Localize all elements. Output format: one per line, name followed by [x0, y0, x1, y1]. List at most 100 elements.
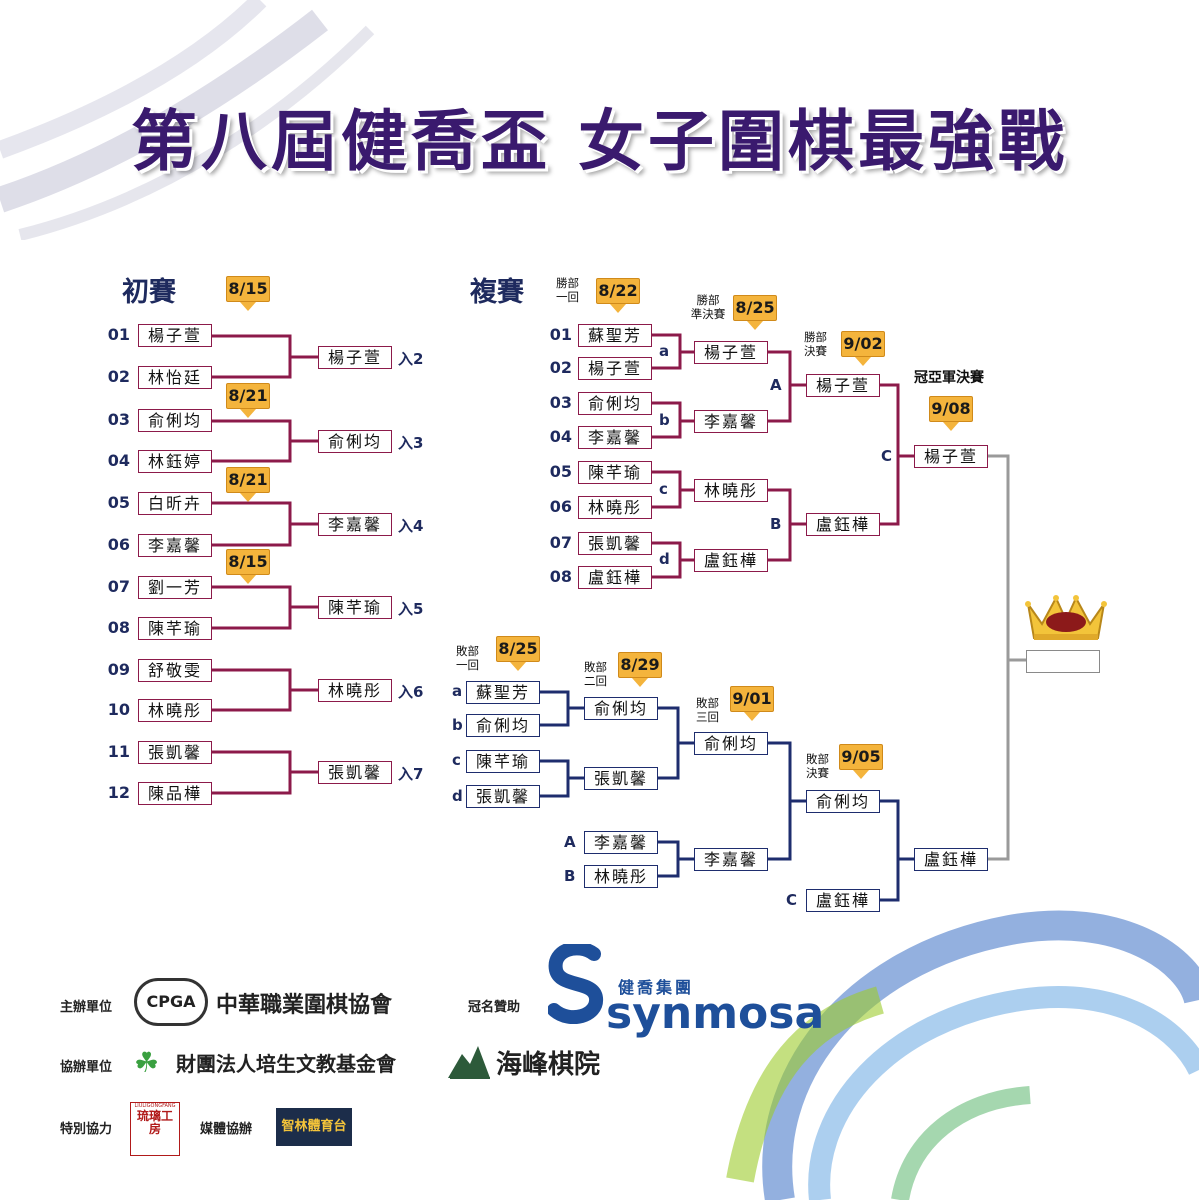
round-label-w3: 勝部 決賽 [804, 330, 827, 358]
match-tag: a [659, 342, 670, 360]
title-sponsor-label: 冠名贊助 [468, 1000, 521, 1015]
winner-box: 張凱馨 [318, 761, 392, 784]
player-box: 盧鈺樺 [578, 566, 652, 589]
seed-number: 10 [107, 700, 130, 719]
seed-number: 04 [107, 451, 130, 470]
crown-icon [1025, 595, 1107, 640]
match-tag: d [452, 787, 463, 805]
player-box: 林曉彤 [578, 496, 652, 519]
player-box: 俞俐均 [138, 409, 212, 432]
winner-box: 俞俐均 [584, 697, 658, 720]
winner-box: 林曉彤 [694, 479, 768, 502]
winner-box: 李嘉馨 [318, 513, 392, 536]
player-box: 張凱馨 [466, 785, 540, 808]
match-tag: b [452, 716, 463, 734]
round-label-w2: 勝部 準決賽 [690, 293, 726, 321]
player-box: 林曉彤 [584, 865, 658, 888]
player-box: 劉一芳 [138, 576, 212, 599]
co-organizer-label: 協辦單位 [60, 1060, 113, 1075]
player-box: 俞俐均 [578, 392, 652, 415]
winner-box: 楊子萱 [806, 374, 880, 397]
seed-number: 04 [549, 427, 572, 446]
date-flag: 8/25 [496, 636, 540, 671]
match-tag: C [786, 891, 798, 909]
round-label-w1: 勝部 一回 [556, 276, 579, 304]
seed-number: 02 [549, 358, 572, 377]
seed-number: 02 [107, 367, 130, 386]
winner-box: 林曉彤 [318, 679, 392, 702]
entry-label: 入3 [398, 434, 424, 452]
player-box: 蘇聖芳 [466, 681, 540, 704]
sponsor-en: synmosa [606, 988, 825, 1039]
player-box: 楊子萱 [138, 324, 212, 347]
match-tag: B [770, 515, 782, 533]
date-flag: 9/08 [929, 396, 973, 431]
entry-label: 入7 [398, 765, 424, 783]
date-flag: 8/29 [618, 652, 662, 687]
date-flag: 9/02 [841, 331, 885, 366]
main-heading: 複賽 [470, 277, 524, 308]
player-box: 俞俐均 [466, 714, 540, 737]
seed-number: 07 [107, 577, 130, 596]
brush-decoration-bottom [726, 910, 1199, 1200]
winner-box: 楊子萱 [318, 346, 392, 369]
match-tag: B [564, 867, 576, 885]
player-box: 陳品樺 [138, 782, 212, 805]
seed-number: 11 [107, 742, 130, 761]
player-box: 舒敬雯 [138, 659, 212, 682]
player-box: 盧鈺樺 [806, 889, 880, 912]
date-flag: 8/21 [226, 467, 270, 502]
winner-box: 盧鈺樺 [694, 549, 768, 572]
seed-number: 07 [549, 533, 572, 552]
mountain-icon [448, 1046, 490, 1079]
seed-number: 12 [107, 783, 130, 802]
match-tag: A [770, 376, 782, 394]
player-box: 李嘉馨 [138, 534, 212, 557]
clover-icon: ☘ [134, 1046, 160, 1079]
player-box: 林怡廷 [138, 366, 212, 389]
final-lines [988, 454, 1026, 861]
round-label-l4: 敗部 決賽 [806, 752, 829, 780]
co-organizer-2: 海峰棋院 [496, 1050, 601, 1080]
match-tag: d [659, 550, 670, 568]
player-box: 蘇聖芳 [578, 324, 652, 347]
winner-box: 俞俐均 [318, 430, 392, 453]
winners-final-box: 楊子萱 [914, 445, 988, 468]
media-logo: 智林體育台 [276, 1108, 352, 1146]
seed-number: 08 [549, 567, 572, 586]
seed-number: 05 [549, 462, 572, 481]
entry-label: 入4 [398, 517, 424, 535]
losers-final-box: 盧鈺樺 [914, 848, 988, 871]
player-box: 李嘉馨 [584, 831, 658, 854]
winner-box: 李嘉馨 [694, 848, 768, 871]
winner-box: 李嘉馨 [694, 410, 768, 433]
winners-lines [652, 333, 914, 579]
entry-label: 入2 [398, 350, 424, 368]
date-flag: 8/25 [733, 295, 777, 330]
seed-number: 05 [107, 493, 130, 512]
seed-number: 06 [107, 535, 130, 554]
player-box: 張凱馨 [138, 741, 212, 764]
winner-box: 盧鈺樺 [806, 513, 880, 536]
player-box: 楊子萱 [578, 357, 652, 380]
date-flag: 9/05 [839, 744, 883, 779]
player-box: 李嘉馨 [578, 426, 652, 449]
winner-box: 陳芊瑜 [318, 596, 392, 619]
losers-lines [540, 690, 914, 902]
date-flag: 9/01 [730, 686, 774, 721]
player-box: 林曉彤 [138, 699, 212, 722]
player-box: 張凱馨 [578, 532, 652, 555]
round-label-l1: 敗部 一回 [456, 644, 479, 672]
match-tag: b [659, 411, 670, 429]
match-tag: A [564, 833, 576, 851]
date-flag: 8/15 [226, 276, 270, 311]
winner-box: 張凱馨 [584, 767, 658, 790]
player-box: 陳芊瑜 [138, 617, 212, 640]
winner-box: 俞俐均 [806, 790, 880, 813]
round-label-l3: 敗部 三回 [696, 696, 719, 724]
organizer-label: 主辦單位 [60, 1000, 113, 1015]
sponsor-cn: 健喬集團 [618, 978, 695, 997]
player-box: 白昕卉 [138, 492, 212, 515]
seed-number: 03 [107, 410, 130, 429]
winner-box: 俞俐均 [694, 732, 768, 755]
